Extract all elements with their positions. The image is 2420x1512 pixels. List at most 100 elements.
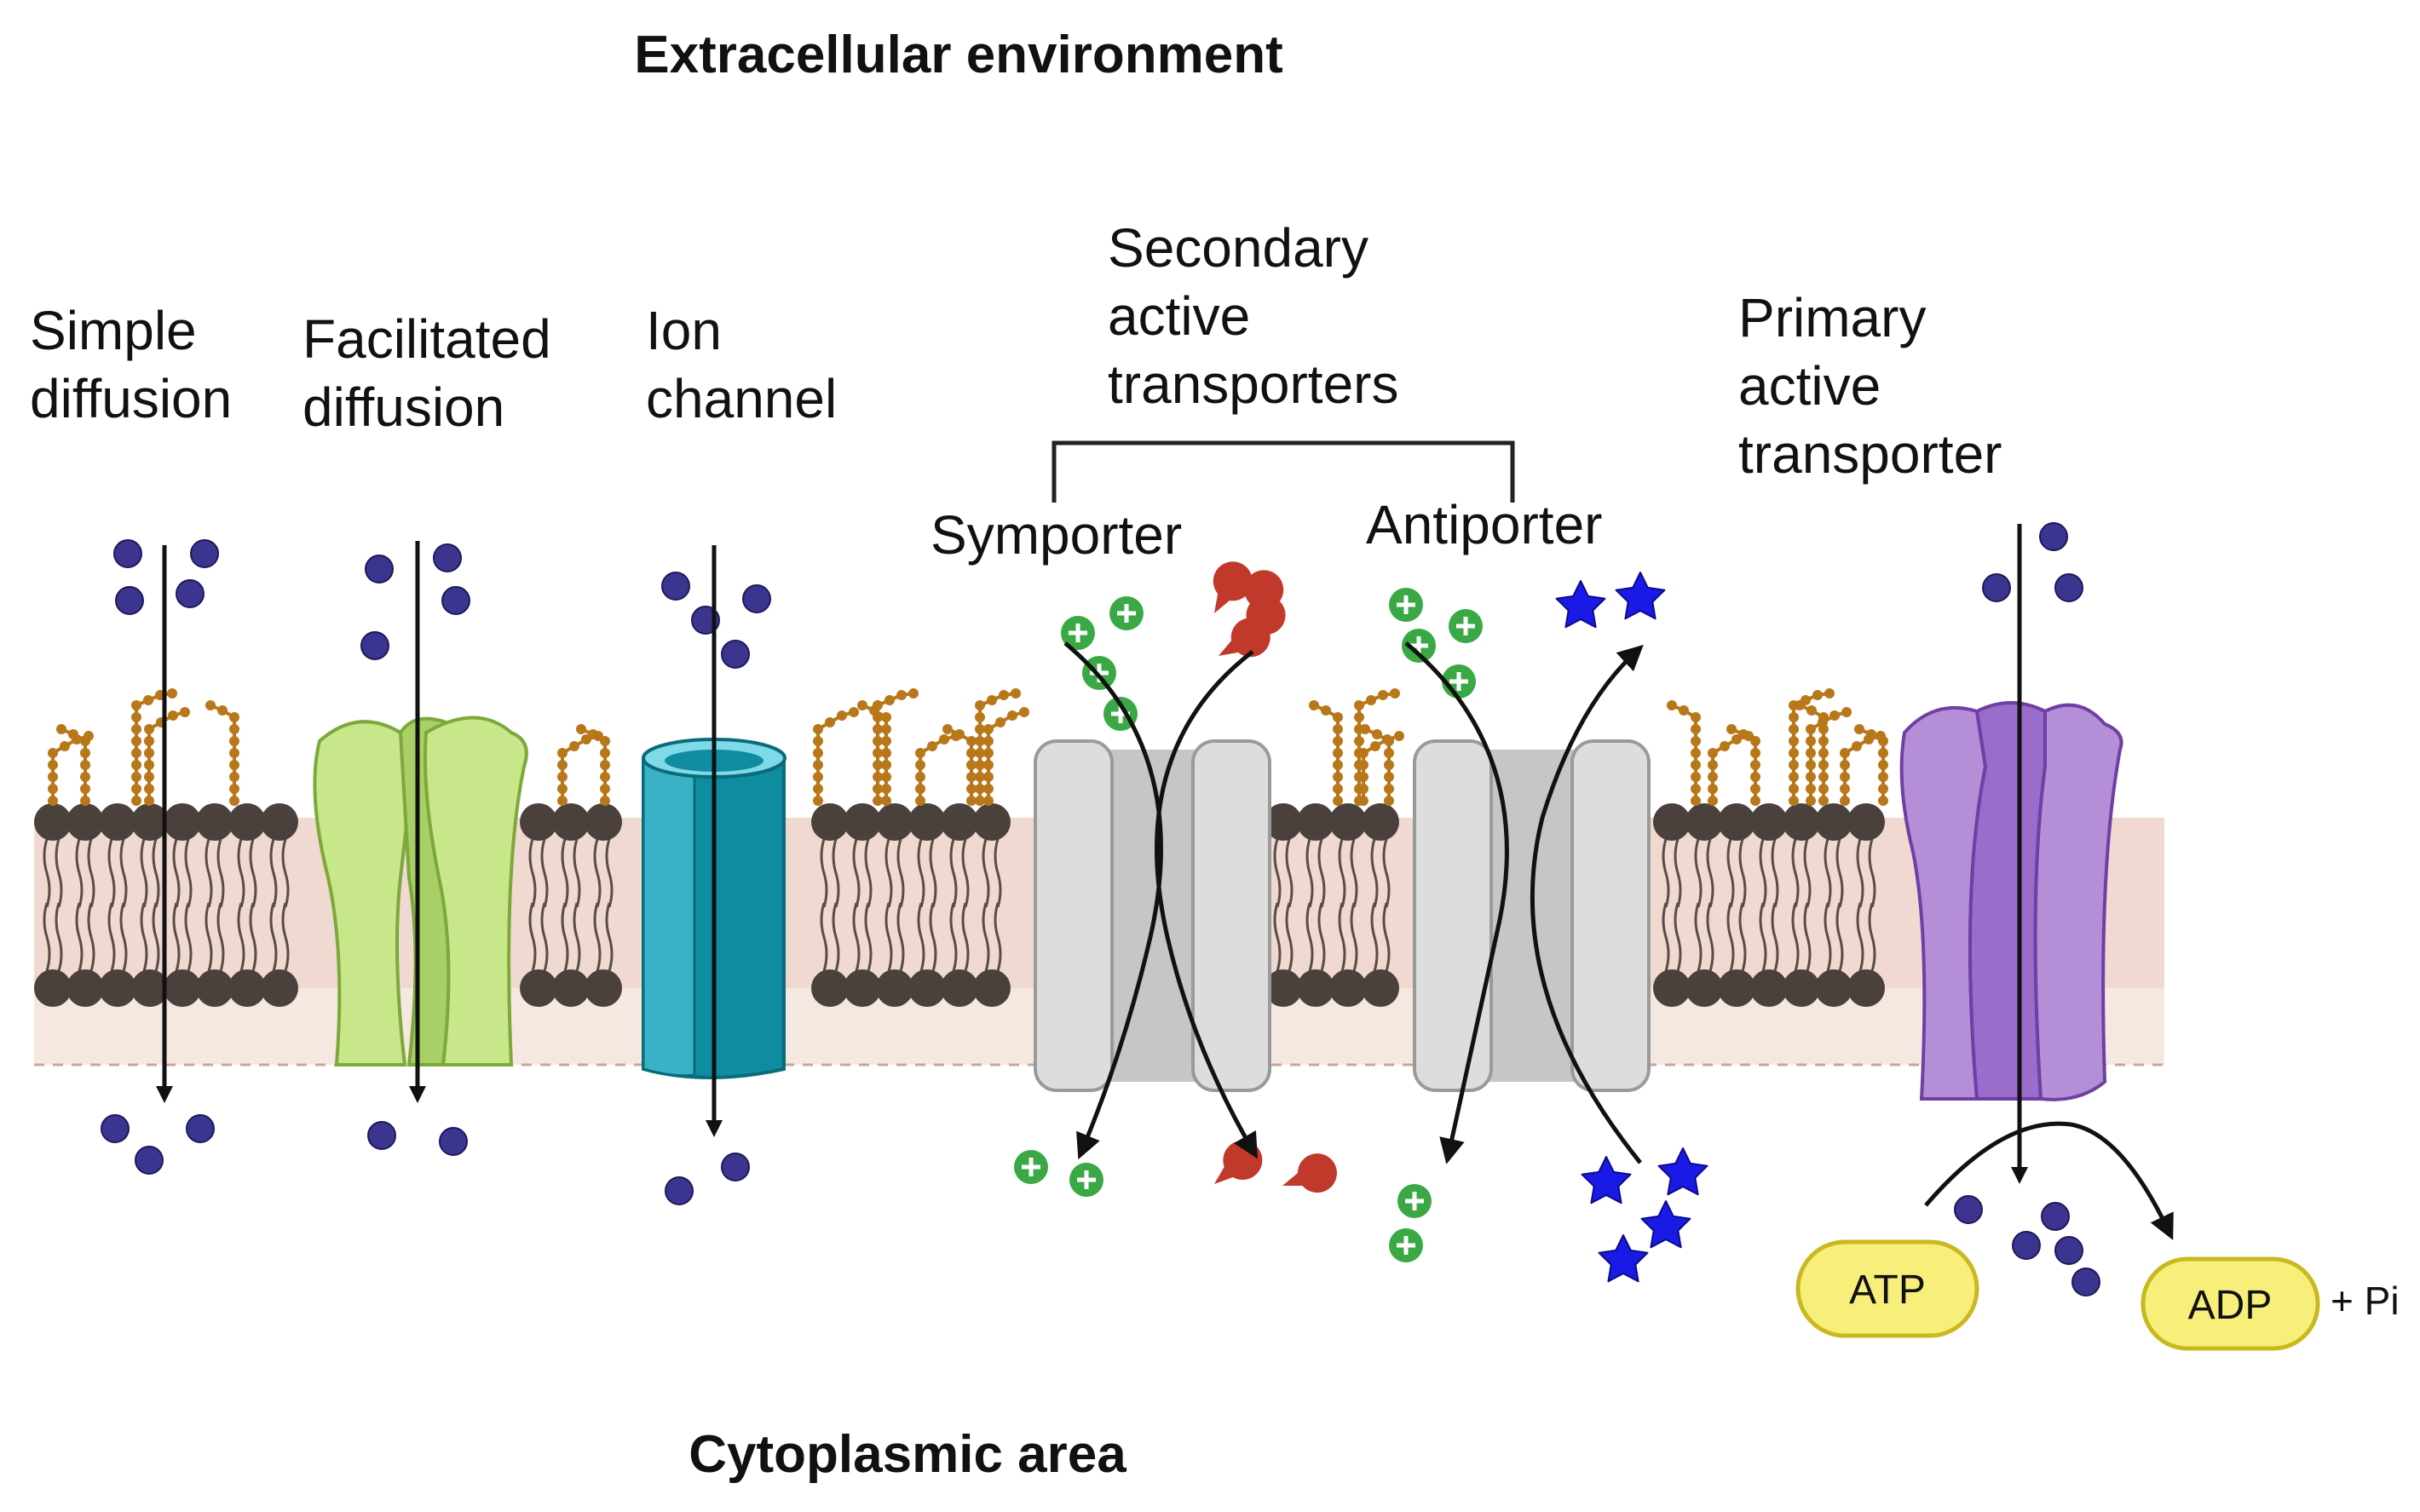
lipid-head-inner <box>1847 969 1885 1007</box>
glycan-bead <box>557 796 568 806</box>
glycan-chain <box>873 688 919 806</box>
simple-diffusion-label: Simple diffusion <box>30 300 232 429</box>
plus-ion <box>1109 596 1144 630</box>
glycan-bead <box>1866 729 1876 739</box>
lipid-head-inner <box>908 969 946 1007</box>
glycan-bead <box>1691 712 1701 722</box>
lipid-tail <box>1694 838 1703 908</box>
blue-star <box>1615 572 1666 620</box>
lipid-tail <box>884 902 893 972</box>
glycan-bead <box>600 784 610 794</box>
glycan-bead <box>1789 748 1799 758</box>
glycan-bead <box>1806 736 1816 746</box>
glycan-bead <box>975 700 985 710</box>
lipid-tail <box>832 902 840 972</box>
blue-star <box>1555 580 1606 629</box>
lipid-tail <box>1350 838 1358 908</box>
lipid-tail <box>1706 838 1714 908</box>
glycan-bead <box>1333 796 1343 806</box>
glycan-bead <box>1789 784 1799 794</box>
ion-channel-label-line1: Ion <box>646 300 722 361</box>
glycan-bead <box>1691 760 1701 770</box>
glycan-bead <box>1667 700 1677 710</box>
glycan-bead <box>167 688 177 699</box>
glycan-bead <box>881 736 891 746</box>
lipid-tail <box>107 902 116 972</box>
simple-diffusion-label-line1: Simple <box>30 300 197 361</box>
glycan-bead <box>1812 690 1823 700</box>
lipid-tail <box>1370 902 1379 972</box>
glycan-bead <box>1720 741 1730 751</box>
lipid-head-outer <box>196 803 233 841</box>
lipid-tail <box>573 838 581 908</box>
lipid-tail <box>237 838 245 908</box>
glycan-bead <box>813 724 823 734</box>
glycan-bead <box>975 724 985 734</box>
lipid-tail <box>249 838 257 908</box>
lipid-tail <box>1338 902 1346 972</box>
lipid-head-inner <box>1718 969 1755 1007</box>
lipid-head-inner <box>99 969 136 1007</box>
lipid-head-outer <box>1847 803 1885 841</box>
glycan-bead <box>873 784 883 794</box>
glycan-bead <box>837 710 847 721</box>
glycan-bead <box>1691 748 1701 758</box>
lipid-tail <box>1382 902 1391 972</box>
glycan-bead <box>557 748 568 758</box>
lipid-tail <box>216 838 225 908</box>
glycan-bead <box>813 748 823 758</box>
glycan-bead <box>1789 796 1799 806</box>
secondary-active-label: Secondary active transporters <box>1108 217 1398 415</box>
lipid-tail <box>832 838 840 908</box>
lipid-tail <box>982 902 990 972</box>
glycan-bead <box>48 784 58 794</box>
glycan-bead <box>600 772 610 782</box>
glycan-bead <box>881 784 891 794</box>
atp-capsule: ATP <box>1795 1239 1979 1338</box>
glycan-bead <box>983 784 994 794</box>
glycan-bead <box>1818 724 1829 734</box>
primary-active-label-line3: transporter <box>1738 423 2002 485</box>
lipid-tail <box>55 902 63 972</box>
glycan-bead <box>813 760 823 770</box>
glycan-bead <box>144 796 154 806</box>
glycan-bead <box>1806 760 1816 770</box>
glycan-chain <box>56 724 90 806</box>
glycan-bead <box>1829 710 1840 721</box>
glycan-bead <box>60 741 70 751</box>
blue-star <box>1657 1147 1708 1196</box>
lipid-tail <box>119 902 128 972</box>
plus-ion <box>1389 1228 1423 1262</box>
glycan-bead <box>1818 760 1829 770</box>
lipid-tail <box>1317 902 1326 972</box>
glycan-bead <box>1750 772 1760 782</box>
glycan-bead <box>1708 784 1718 794</box>
lipid-tail <box>249 902 257 972</box>
primary-active-label-line1: Primary <box>1738 287 1926 348</box>
glycan-chain <box>205 700 239 806</box>
glycan-bead <box>983 772 994 782</box>
glycan-bead <box>80 796 90 806</box>
lipid-tail <box>1273 902 1282 972</box>
glycan-bead <box>1818 748 1829 758</box>
lipid-tail <box>1706 902 1714 972</box>
glycan-chain <box>1806 707 1852 806</box>
glycan-chain <box>975 688 1021 806</box>
lipid-tail <box>1803 838 1812 908</box>
glycan-bead <box>1818 784 1829 794</box>
plus-ion <box>1069 1163 1103 1197</box>
lipid-head-inner <box>1685 969 1723 1007</box>
simple-diffusion-molecules <box>101 539 219 1175</box>
lipid-tail <box>172 838 181 908</box>
lipid-tail <box>949 902 958 972</box>
glycan-bead <box>983 760 994 770</box>
lipid-head-inner <box>261 969 298 1007</box>
glycan-bead <box>1789 712 1799 722</box>
lipid-tail <box>152 902 160 972</box>
lipid-tail <box>1305 902 1314 972</box>
antiporter-arrow-ions-in <box>1404 641 1509 1164</box>
glycan-bead <box>1384 748 1394 758</box>
red-ligand <box>1214 1141 1263 1184</box>
glycan-bead <box>1354 772 1364 782</box>
